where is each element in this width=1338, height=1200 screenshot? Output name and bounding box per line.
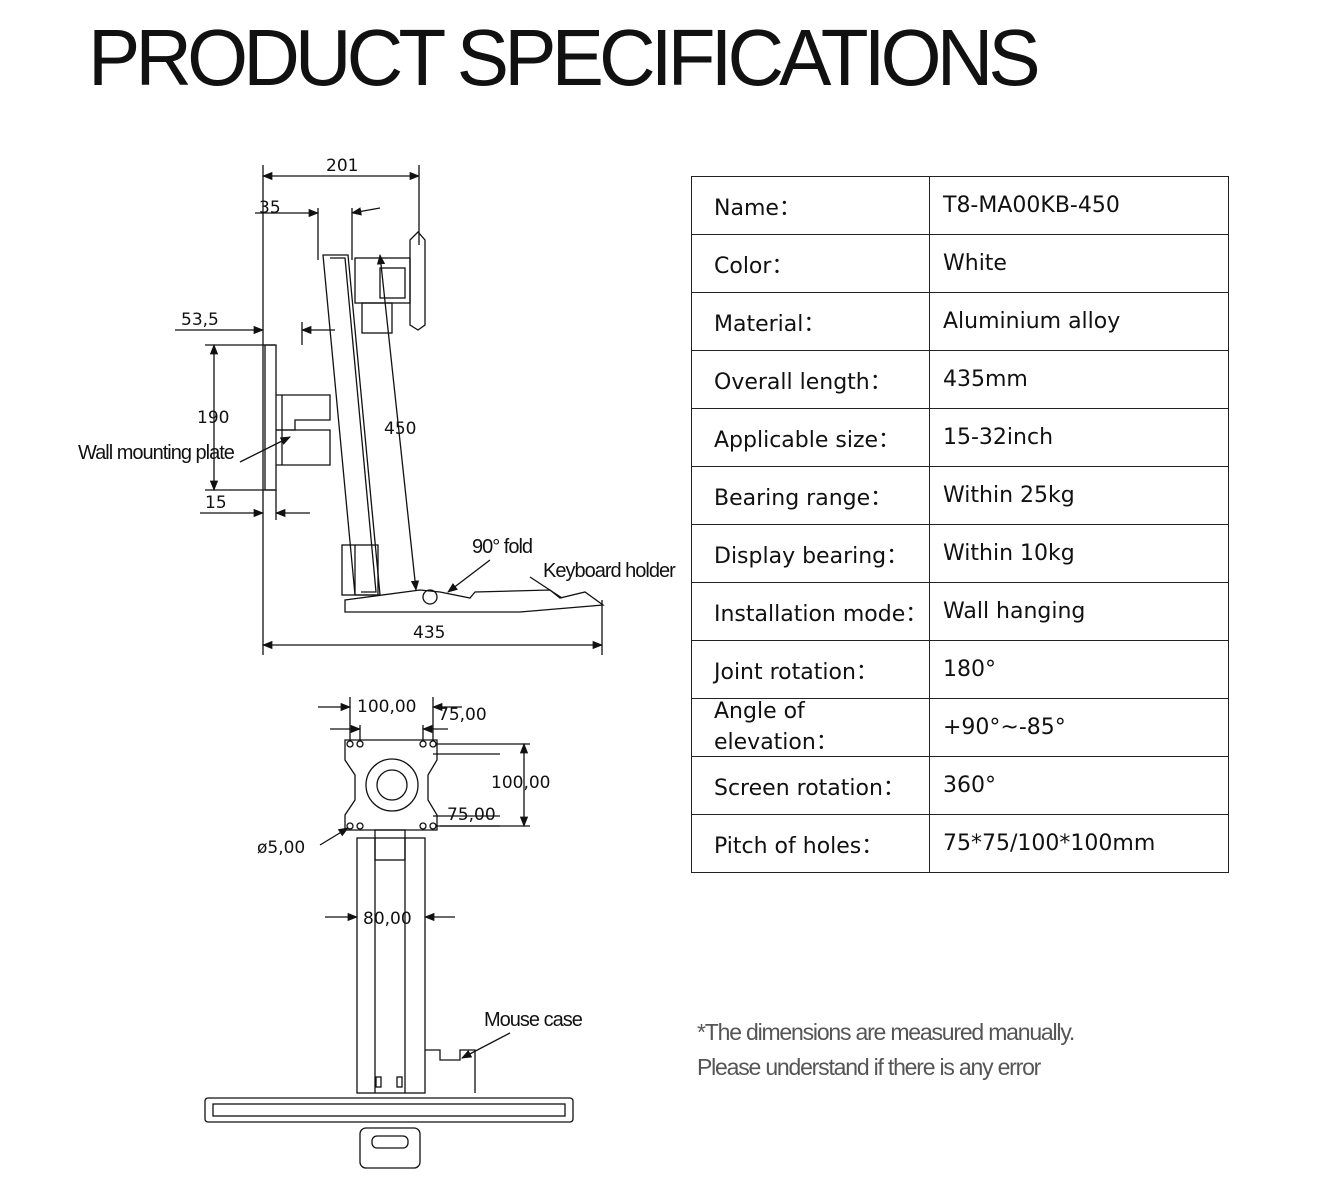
spec-value: Within 25kg — [929, 466, 1229, 525]
spec-value: Aluminium alloy — [929, 292, 1229, 351]
spec-row: Screen rotation：360° — [691, 756, 1229, 815]
spec-value: T8-MA00KB-450 — [929, 176, 1229, 235]
spec-row: Joint rotation：180° — [691, 640, 1229, 699]
dim-100-top: 100,00 — [357, 697, 416, 717]
spec-key: Pitch of holes： — [691, 814, 930, 873]
front-view-labels: 100,00 75,00 100,00 75,00 ø5,00 80,00 Mo… — [257, 697, 584, 1031]
spec-value: Within 10kg — [929, 524, 1229, 583]
dim-435: 435 — [413, 623, 445, 643]
dim-15: 15 — [205, 493, 227, 513]
label-keyboard-holder: Keyboard holder — [543, 560, 676, 582]
dim-190: 190 — [197, 408, 229, 428]
spec-value: 75*75/100*100mm — [929, 814, 1229, 873]
dim-75-right: 75,00 — [447, 805, 496, 825]
spec-key: Bearing range： — [691, 466, 930, 525]
label-wall-mounting-plate: Wall mounting plate — [78, 442, 235, 464]
spec-key: Angle of elevation： — [691, 698, 930, 757]
spec-value: +90°~-85° — [929, 698, 1229, 757]
spec-value: 360° — [929, 756, 1229, 815]
dim-201: 201 — [326, 156, 358, 176]
spec-key: Material： — [691, 292, 930, 351]
spec-value: 15-32inch — [929, 408, 1229, 467]
dim-80: 80,00 — [363, 909, 412, 929]
spec-key: Name： — [691, 176, 930, 235]
note-line-1: *The dimensions are measured manually. — [697, 1019, 1075, 1045]
spec-row: Applicable size：15-32inch — [691, 408, 1229, 467]
spec-key: Overall length： — [691, 350, 930, 409]
label-fold: 90° fold — [472, 536, 532, 558]
spec-key: Applicable size： — [691, 408, 930, 467]
spec-row: Bearing range：Within 25kg — [691, 466, 1229, 525]
spec-key: Color： — [691, 234, 930, 293]
spec-row: Overall length：435mm — [691, 350, 1229, 409]
note-line-2: Please understand if there is any error — [697, 1054, 1041, 1080]
dim-450: 450 — [384, 419, 416, 439]
spec-row: Pitch of holes：75*75/100*100mm — [691, 814, 1229, 873]
spec-key: Installation mode： — [691, 582, 930, 641]
side-view-drawing — [175, 165, 605, 655]
front-view-drawing — [204, 697, 574, 1169]
dim-100-right: 100,00 — [491, 773, 550, 793]
spec-row: Display bearing：Within 10kg — [691, 524, 1229, 583]
dim-53-5: 53,5 — [181, 310, 219, 330]
spec-key: Display bearing： — [691, 524, 930, 583]
side-view-labels: 201 35 53,5 190 450 15 435 Wall mounting… — [78, 156, 677, 643]
label-mouse-case: Mouse case — [484, 1009, 583, 1031]
spec-row: Material：Aluminium alloy — [691, 292, 1229, 351]
spec-value: 180° — [929, 640, 1229, 699]
dim-hole-diameter: ø5,00 — [257, 838, 305, 858]
spec-value: White — [929, 234, 1229, 293]
page-title: PRODUCT SPECIFICATIONS — [88, 13, 1041, 102]
spec-value: 435mm — [929, 350, 1229, 409]
spec-row: Installation mode：Wall hanging — [691, 582, 1229, 641]
spec-key: Screen rotation： — [691, 756, 930, 815]
spec-key: Joint rotation： — [691, 640, 930, 699]
dim-75-top: 75,00 — [438, 705, 487, 725]
spec-row: Color：White — [691, 234, 1229, 293]
dim-35: 35 — [259, 198, 281, 218]
spec-row: Name：T8-MA00KB-450 — [691, 176, 1229, 235]
spec-value: Wall hanging — [929, 582, 1229, 641]
spec-row: Angle of elevation：+90°~-85° — [691, 698, 1229, 757]
